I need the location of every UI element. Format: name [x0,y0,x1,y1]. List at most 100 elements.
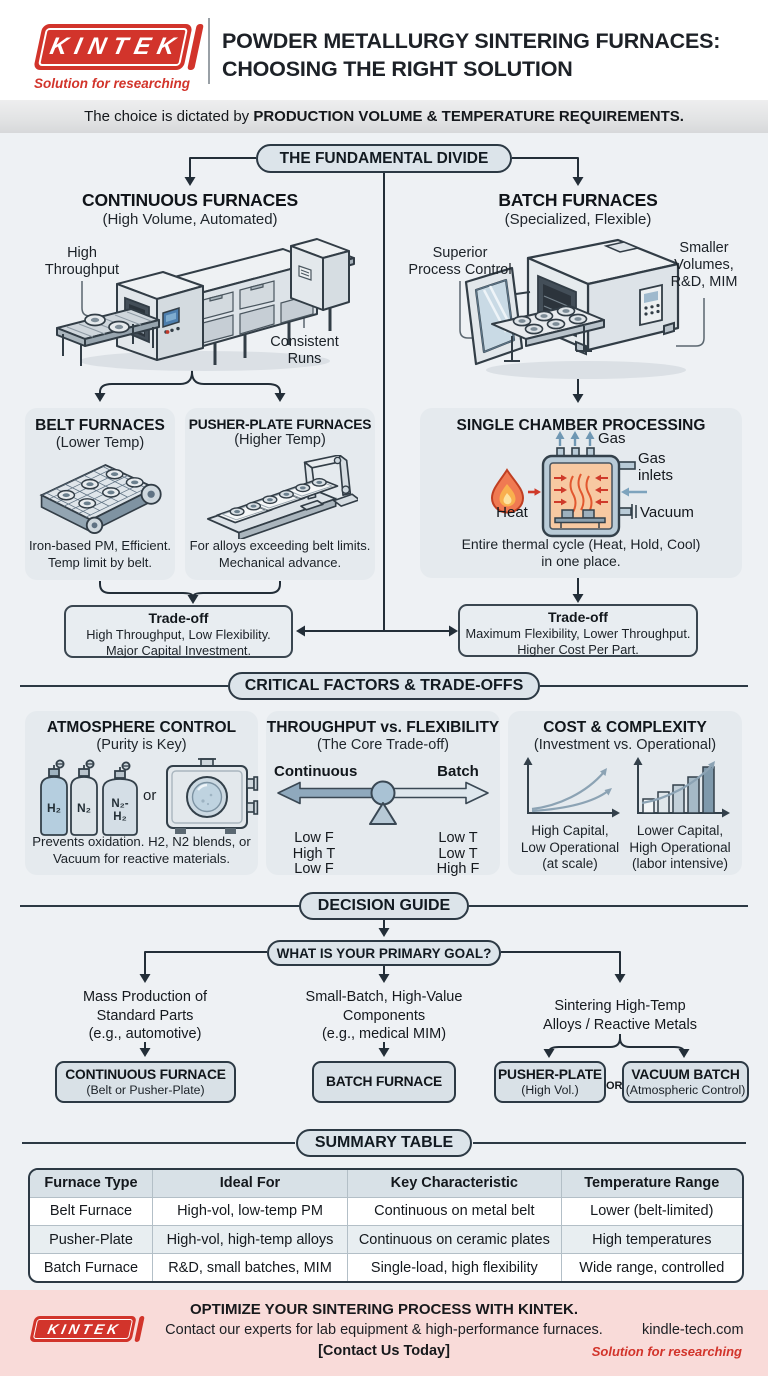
svg-text:H₂: H₂ [47,801,61,815]
cost-right-caption-2: (labor intensive) [631,856,729,871]
cost-left-caption-1: Low Operational [520,839,620,855]
branch2-line1: Small-Batch, High-Value [305,989,463,1005]
label-gas: Gas [598,430,626,447]
continuous-furnaces-subtitle: (High Volume, Automated) [102,211,278,228]
continuous-furnaces-title: CONTINUOUS FURNACES [82,190,298,210]
result3b-title: VACUUM BATCH [631,1066,740,1082]
cost-title: COST & COMPLEXITY [543,719,707,736]
tradeoff-left-title: Trade-off [148,610,209,626]
belt-card-title: BELT FURNACES [35,417,165,434]
tradeoff-right-title: Trade-off [548,609,608,625]
branch1-line3: (e.g., automotive) [88,1026,202,1042]
balance-left-item-0: Low F [294,830,334,846]
footer-cta[interactable]: [Contact Us Today] [318,1343,450,1359]
page-title-line2: CHOOSING THE RIGHT SOLUTION [222,57,573,81]
cell-belt-ideal: High-vol, low-temp PM [151,1196,349,1226]
atmosphere-or: or [143,787,157,804]
footer-website[interactable]: kindle-tech.com [642,1322,744,1338]
belt-furnaces-card: BELT FURNACES (Lower Temp) Iron-based PM… [25,408,175,580]
pusher-card-caption2: Mechanical advance. [218,554,342,570]
th-furnace-type: Furnace Type [30,1170,153,1198]
tradeoff-left-line1: High Throughput, Low Flexibility. [86,627,271,642]
cost-subtitle: (Investment vs. Operational) [533,737,717,753]
subtitle-bold: PRODUCTION VOLUME & TEMPERATURE REQUIREM… [253,108,684,125]
continuous-furnace-illustration [56,238,355,371]
cost-right-caption-0: Lower Capital, [636,823,724,838]
tradeoff-right-line2: Higher Cost Per Part. [517,641,639,657]
footer-headline: OPTIMIZE YOUR SINTERING PROCESS WITH KIN… [189,1301,579,1318]
summary-table: Furnace Type Ideal For Key Characteristi… [28,1168,744,1283]
cell-batch-type: Batch Furnace [30,1253,153,1281]
page-title-line1: POWDER METALLURGY SINTERING FURNACES: [222,29,721,53]
decision-guide-label: DECISION GUIDE [317,897,451,914]
svg-text:H₂: H₂ [113,811,126,823]
cell-pusher-char: Continuous on ceramic plates [347,1224,562,1255]
pusher-card-title: PUSHER-PLATE FURNACES [188,417,372,432]
callout-consistent-runs: Consistent Runs [270,334,339,367]
throughput-flexibility-card: THROUGHPUT vs. FLEXIBILITY (The Core Tra… [266,711,500,877]
cell-pusher-ideal: High-vol, high-temp alloys [151,1224,349,1255]
footer-line2: Contact our experts for lab equipment & … [165,1322,603,1338]
branch3-line2: Alloys / Reactive Metals [543,1016,697,1033]
pusher-card-subtitle: (Higher Temp) [234,432,326,448]
footer-kintek-logo: KINTEK [29,1316,137,1342]
belt-furnace-illustration [39,464,162,534]
balance-left-item-2: Low F [294,861,334,877]
section-pill-label: THE FUNDAMENTAL DIVIDE [279,149,489,167]
batch-furnaces-title: BATCH FURNACES [498,190,658,210]
seesaw-icon [277,780,489,825]
table-row-batch: Batch Furnace R&D, small batches, MIM Si… [30,1253,742,1281]
th-temperature-range: Temperature Range [560,1170,742,1198]
branch1-line2: Standard Parts [96,1007,194,1024]
result1-subtitle: (Belt or Pusher-Plate) [86,1082,205,1097]
result2-title: BATCH FURNACE [326,1074,442,1089]
single-chamber-card: SINGLE CHAMBER PROCESSING Entire thermal… [420,408,742,578]
atmosphere-title: ATMOSPHERE CONTROL [46,719,237,736]
branch3-line1: Sintering High-Temp [554,998,686,1014]
header-divider [208,18,210,84]
batch-furnace-illustration [464,238,686,379]
svg-text:N₂-: N₂- [111,798,128,810]
th-ideal-for: Ideal For [151,1170,349,1198]
callout-superior-process-control: Superior Process Control [408,245,512,278]
table-row-belt: Belt Furnace High-vol, low-temp PM Conti… [30,1196,742,1226]
balance-right-item-0: Low T [438,830,478,846]
tradeoff-right-box: Trade-off Maximum Flexibility, Lower Thr… [458,604,698,657]
pusher-card-caption1: For alloys exceeding belt limits. [189,538,371,553]
balance-right-item-2: High F [436,861,480,877]
result-batch-furnace: BATCH FURNACE [312,1061,456,1103]
atmosphere-subtitle: (Purity is Key) [96,737,187,753]
tradeoff-right-line1: Maximum Flexibility, Lower Throughput. [465,626,691,641]
header: KINTEK Solution for researching POWDER M… [0,0,768,100]
branch2-line2: Components [342,1007,426,1024]
cell-batch-temp: Wide range, controlled [560,1253,742,1281]
table-row-pusher: Pusher-Plate High-vol, high-temp alloys … [30,1224,742,1255]
branch1-line1: Mass Production of [82,989,208,1005]
subtitle-text: The choice is dictated by PRODUCTION VOL… [84,108,684,125]
brand-tagline: Solution for researching [33,76,191,91]
subtitle-bar: The choice is dictated by PRODUCTION VOL… [0,100,768,133]
single-chamber-caption2: in one place. [541,553,621,569]
cell-batch-ideal: R&D, small batches, MIM [151,1253,349,1281]
belt-card-subtitle: (Lower Temp) [55,435,145,451]
result1-title: CONTINUOUS FURNACE [65,1066,226,1082]
label-vacuum: Vacuum [640,504,694,521]
atmosphere-caption2: Vacuum for reactive materials. [52,851,231,866]
single-chamber-caption1: Entire thermal cycle (Heat, Hold, Cool) [461,536,701,552]
balance-right-label: Batch [437,763,479,780]
pusher-plate-illustration [206,455,358,539]
footer-logo-keyline [32,1319,134,1339]
section-pill-summary-table: SUMMARY TABLE [296,1129,472,1157]
batch-furnaces-subtitle: (Specialized, Flexible) [504,211,652,228]
cell-pusher-temp: High temperatures [560,1224,742,1255]
primary-goal-pill: WHAT IS YOUR PRIMARY GOAL? [267,940,501,966]
or-label: OR [606,1080,623,1092]
cell-belt-type: Belt Furnace [30,1196,153,1226]
footer-tagline: Solution for researching [591,1344,742,1359]
result3a-title: PUSHER-PLATE [498,1066,602,1082]
summary-table-label: SUMMARY TABLE [314,1134,454,1151]
primary-goal-label: WHAT IS YOUR PRIMARY GOAL? [276,945,492,961]
th-key-characteristic: Key Characteristic [347,1170,562,1198]
section-pill-decision-guide: DECISION GUIDE [299,892,469,920]
